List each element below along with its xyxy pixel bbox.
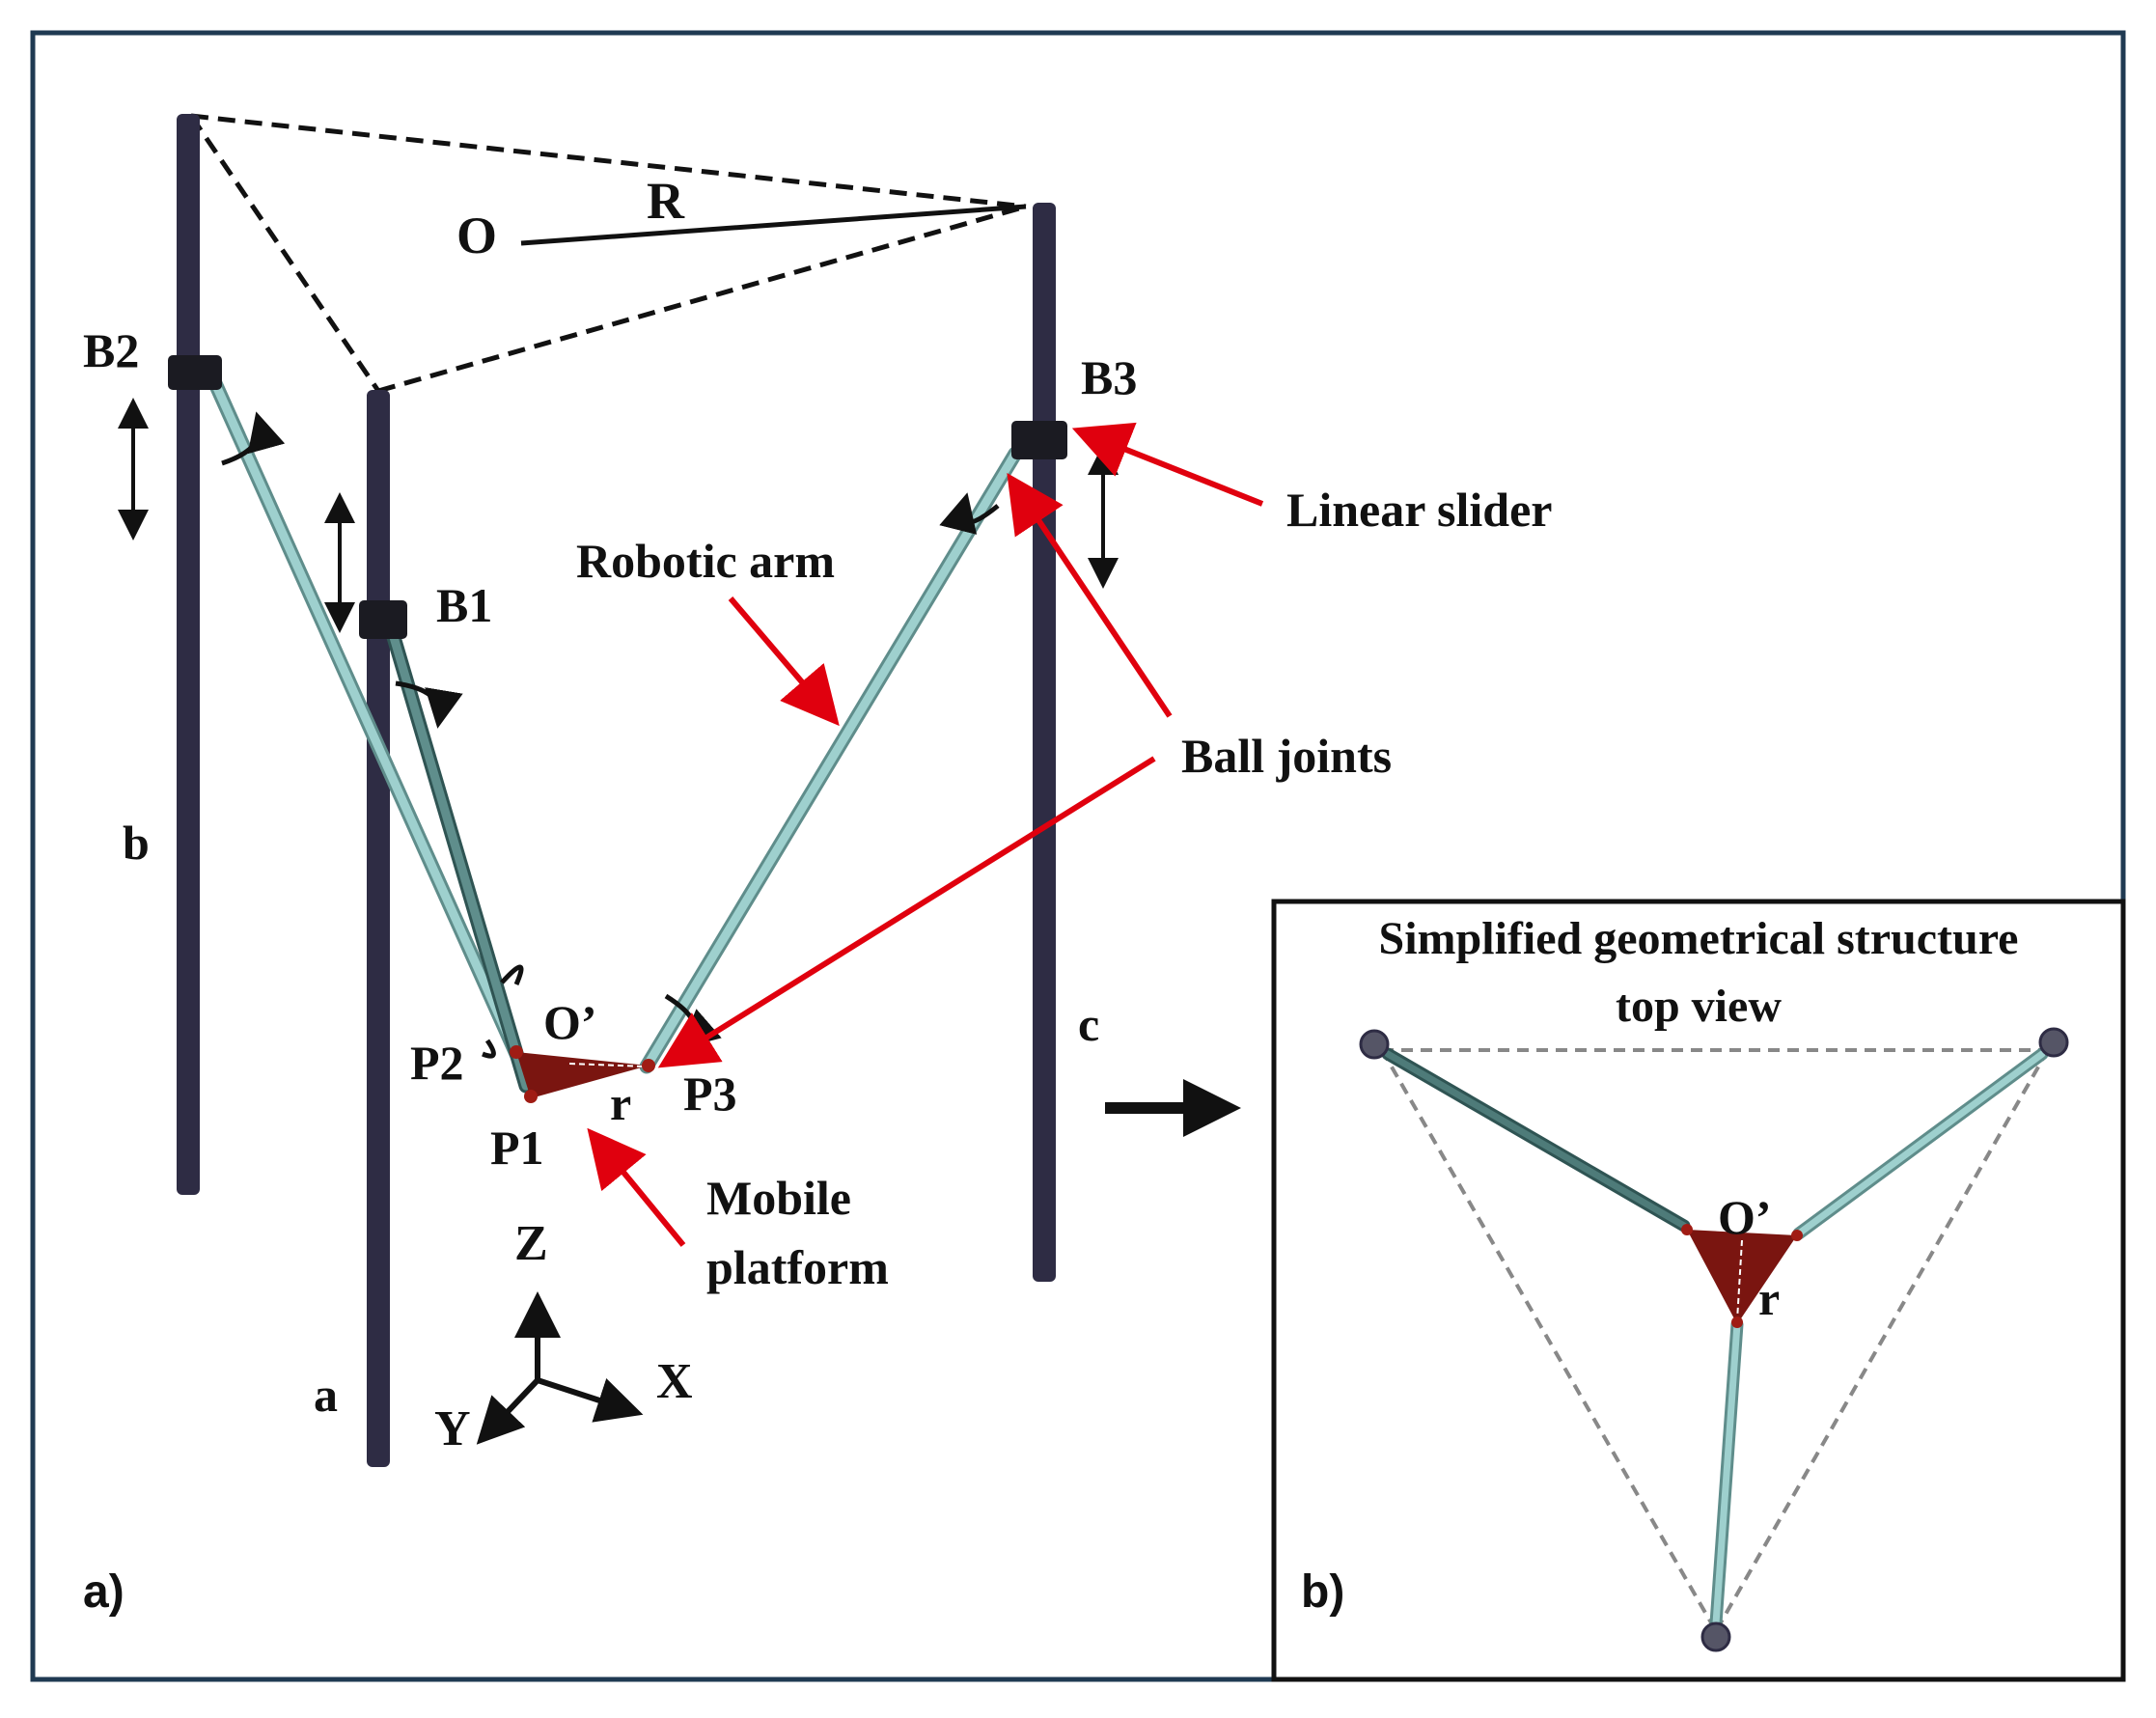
- arrow-mobile-platform: [587, 1127, 686, 1247]
- label-axis-z: Z: [514, 1216, 548, 1271]
- label-P1: P1: [490, 1121, 544, 1175]
- top-view-arms: [1381, 1047, 2049, 1630]
- coordinate-axes: [476, 1291, 644, 1445]
- label-pillar-c: c: [1078, 997, 1099, 1051]
- label-platform: platform: [706, 1240, 889, 1294]
- mobile-platform: [510, 1045, 655, 1103]
- base-triangle-dashed: [188, 113, 1027, 394]
- robotic-arms: [207, 374, 1023, 1094]
- top-view-dashed-triangle: [1380, 1048, 2050, 1632]
- arrow-ball-joint-bottom: [657, 756, 1156, 1068]
- top-view-label-O-prime: O’: [1718, 1190, 1772, 1244]
- radius-line-R: [520, 204, 1027, 246]
- label-B1: B1: [436, 578, 492, 632]
- slider-b2: [168, 355, 222, 390]
- pillar-b: [177, 114, 200, 1195]
- top-view-platform: [1681, 1224, 1803, 1328]
- top-view-label-r: r: [1758, 1271, 1780, 1325]
- axis-y: [476, 1377, 540, 1445]
- label-B2: B2: [83, 323, 139, 377]
- label-axis-y: Y: [434, 1401, 471, 1456]
- label-P3: P3: [683, 1067, 737, 1121]
- pillar-c: [1033, 203, 1056, 1282]
- label-mobile: Mobile: [706, 1171, 851, 1225]
- arrow-linear-slider: [1071, 422, 1264, 507]
- slider-b3: [1011, 421, 1067, 459]
- linear-sliders: [168, 355, 1067, 639]
- panel-a-labels: B2 B1 B3 O R b a c O’ r P2 P3 P1 Linear …: [83, 172, 1552, 1618]
- label-R: R: [647, 172, 685, 230]
- label-O: O: [456, 207, 497, 264]
- slider-motion-arrows: [118, 398, 1119, 633]
- axis-x: [537, 1377, 644, 1423]
- annotation-arrows: [587, 422, 1264, 1247]
- panel-b-box: [1271, 899, 2126, 1682]
- label-axis-x: X: [656, 1354, 693, 1409]
- label-pillar-b: b: [123, 816, 150, 870]
- slider-b1: [359, 600, 407, 639]
- label-ball-joints: Ball joints: [1181, 729, 1392, 783]
- arrow-robotic-arm: [728, 596, 840, 727]
- panel-b-title-line1: Simplified geometrical structure: [1379, 913, 2019, 964]
- pillar-a: [367, 390, 390, 1467]
- label-P2: P2: [410, 1036, 464, 1090]
- label-linear-slider: Linear slider: [1286, 483, 1552, 537]
- label-r: r: [610, 1076, 631, 1130]
- label-B3: B3: [1081, 350, 1137, 404]
- top-view-pillars: [1359, 1027, 2069, 1652]
- label-robotic-arm: Robotic arm: [576, 534, 835, 588]
- panel-b-title-line2: top view: [1616, 981, 1782, 1032]
- arrow-ball-joint-top: [1007, 473, 1173, 718]
- panel-b-top-view: Simplified geometrical structure top vie…: [1271, 899, 2126, 1682]
- label-O-prime: O’: [543, 995, 597, 1049]
- label-pillar-a: a: [314, 1368, 338, 1422]
- panel-b-label: b): [1301, 1566, 1344, 1618]
- panel-a-label: a): [83, 1566, 124, 1618]
